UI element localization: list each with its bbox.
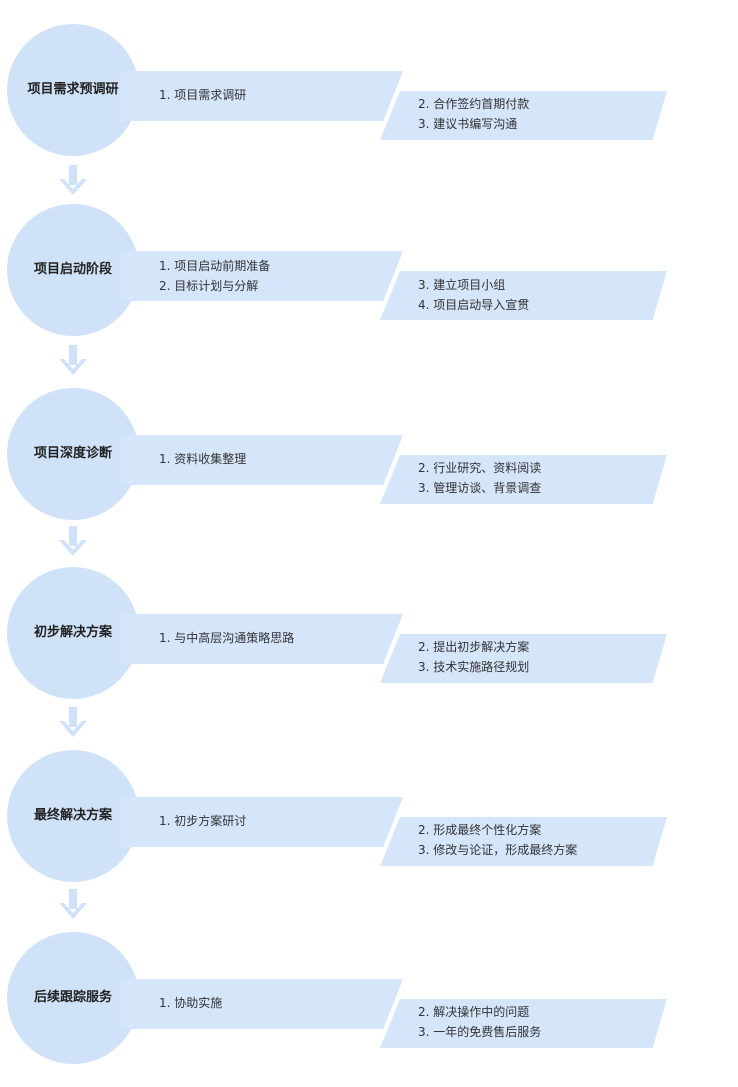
step-circle: 初步解决方案 [7, 567, 139, 699]
step-5: 最终解决方案 1. 初步方案研讨 2. 形成最终个性化方案 3. 修改与论证，形… [0, 750, 738, 885]
list-item: 1. 初步方案研讨 [159, 814, 247, 828]
step-circle: 后续跟踪服务 [7, 932, 139, 1064]
arrow-down-icon [59, 707, 87, 737]
step-left-list: 1. 项目启动前期准备 2. 目标计划与分解 [159, 256, 270, 296]
step-band-right [380, 271, 667, 320]
step-band-right [380, 91, 667, 140]
list-item: 2. 解决操作中的问题 [418, 1005, 530, 1019]
step-right-list: 2. 行业研究、资料阅读 3. 管理访谈、背景调查 [418, 458, 541, 498]
arrow-down-icon [59, 526, 87, 556]
step-right-list: 2. 形成最终个性化方案 3. 修改与论证，形成最终方案 [418, 820, 577, 860]
step-band-right [380, 634, 667, 683]
list-item: 2. 目标计划与分解 [159, 279, 259, 293]
list-item: 2. 提出初步解决方案 [418, 640, 530, 654]
list-item: 4. 项目启动导入宣贯 [418, 298, 530, 312]
step-band-left [120, 614, 403, 664]
step-circle: 项目启动阶段 [7, 204, 139, 336]
step-circle: 项目深度诊断 [7, 388, 139, 520]
step-6: 后续跟踪服务 1. 协助实施 2. 解决操作中的问题 3. 一年的免费售后服务 [0, 932, 738, 1067]
step-title: 项目需求预调研 [27, 82, 119, 98]
step-band-left [120, 435, 403, 485]
step-4: 初步解决方案 1. 与中高层沟通策略思路 2. 提出初步解决方案 3. 技术实施… [0, 567, 738, 702]
step-band-left [120, 797, 403, 847]
step-band-right [380, 817, 667, 866]
step-right-list: 2. 提出初步解决方案 3. 技术实施路径规划 [418, 637, 529, 677]
step-left-list: 1. 项目需求调研 [159, 85, 246, 105]
list-item: 1. 与中高层沟通策略思路 [159, 631, 295, 645]
step-left-list: 1. 与中高层沟通策略思路 [159, 628, 294, 648]
list-item: 2. 行业研究、资料阅读 [418, 461, 542, 475]
step-circle: 项目需求预调研 [7, 24, 139, 156]
list-item: 1. 协助实施 [159, 996, 223, 1010]
step-band-left [120, 979, 403, 1029]
step-band-right [380, 455, 667, 504]
list-item: 1. 资料收集整理 [159, 452, 247, 466]
step-2: 项目启动阶段 1. 项目启动前期准备 2. 目标计划与分解 3. 建立项目小组 … [0, 204, 738, 339]
list-item: 2. 合作签约首期付款 [418, 97, 530, 111]
list-item: 3. 技术实施路径规划 [418, 660, 530, 674]
step-circle: 最终解决方案 [7, 750, 139, 882]
step-band-left [120, 71, 403, 121]
step-left-list: 1. 协助实施 [159, 993, 222, 1013]
step-right-list: 2. 合作签约首期付款 3. 建议书编写沟通 [418, 94, 529, 134]
step-title: 最终解决方案 [33, 808, 112, 824]
step-band-right [380, 999, 667, 1048]
list-item: 3. 修改与论证，形成最终方案 [418, 843, 578, 857]
list-item: 3. 建议书编写沟通 [418, 117, 518, 131]
step-3: 项目深度诊断 1. 资料收集整理 2. 行业研究、资料阅读 3. 管理访谈、背景… [0, 388, 738, 523]
list-item: 2. 形成最终个性化方案 [418, 823, 542, 837]
list-item: 3. 一年的免费售后服务 [418, 1025, 542, 1039]
list-item: 3. 管理访谈、背景调查 [418, 481, 542, 495]
arrow-down-icon [59, 345, 87, 375]
list-item: 1. 项目需求调研 [159, 88, 247, 102]
step-title: 项目启动阶段 [33, 262, 112, 278]
list-item: 1. 项目启动前期准备 [159, 259, 271, 273]
step-left-list: 1. 资料收集整理 [159, 449, 246, 469]
arrow-down-icon [59, 165, 87, 195]
step-1: 项目需求预调研 1. 项目需求调研 2. 合作签约首期付款 3. 建议书编写沟通 [0, 24, 738, 159]
step-right-list: 3. 建立项目小组 4. 项目启动导入宣贯 [418, 275, 529, 315]
list-item: 3. 建立项目小组 [418, 278, 506, 292]
arrow-down-icon [59, 889, 87, 919]
step-title: 初步解决方案 [33, 625, 112, 641]
step-title: 项目深度诊断 [33, 446, 112, 462]
step-title: 后续跟踪服务 [33, 990, 112, 1006]
step-left-list: 1. 初步方案研讨 [159, 811, 246, 831]
step-band-left [120, 251, 403, 301]
step-right-list: 2. 解决操作中的问题 3. 一年的免费售后服务 [418, 1002, 541, 1042]
